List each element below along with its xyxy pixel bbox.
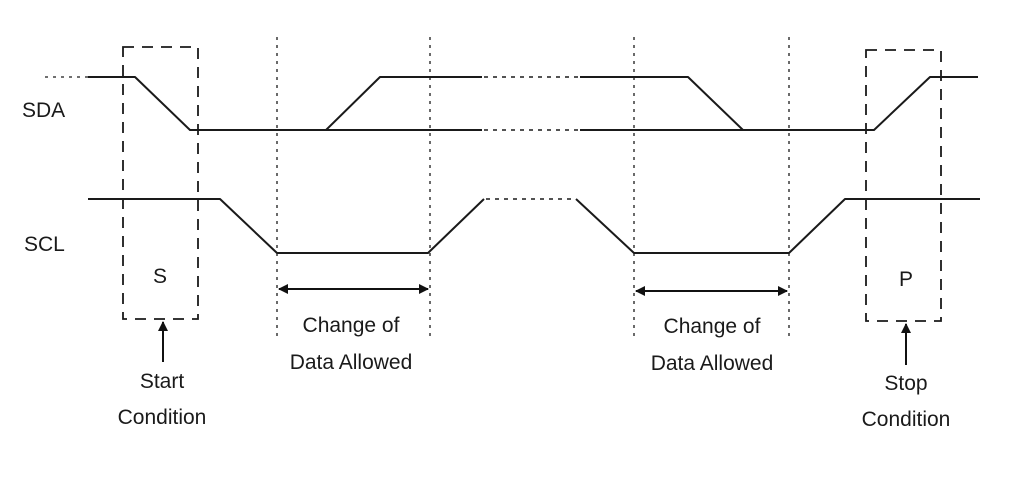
stop-caption-line2: Condition bbox=[862, 408, 951, 431]
data-window-1-line2: Data Allowed bbox=[290, 351, 413, 374]
sda-label: SDA bbox=[22, 99, 65, 122]
start-condition-box bbox=[122, 46, 199, 320]
data-window-1-line1: Change of bbox=[303, 314, 400, 337]
stop-condition-box bbox=[865, 49, 942, 322]
data-window-2-line2: Data Allowed bbox=[651, 352, 774, 375]
sda-start-fall bbox=[88, 76, 482, 131]
start-caption-line1: Start bbox=[140, 370, 185, 393]
sda-low-stop-rise bbox=[580, 76, 978, 131]
stop-symbol: P bbox=[899, 268, 913, 291]
sda-high-fall bbox=[580, 76, 744, 131]
sda-waveform bbox=[45, 76, 978, 131]
scl-waveform bbox=[88, 198, 980, 254]
scl-segment-2 bbox=[575, 198, 980, 254]
start-caption-line2: Condition bbox=[118, 406, 207, 429]
data-window-guides bbox=[276, 37, 790, 338]
data-window-2-line1: Change of bbox=[664, 315, 761, 338]
start-symbol: S bbox=[153, 265, 167, 288]
scl-label: SCL bbox=[24, 233, 65, 256]
sda-rise-high bbox=[325, 76, 482, 131]
scl-segment-1 bbox=[88, 198, 485, 254]
stop-caption-line1: Stop bbox=[884, 372, 927, 395]
